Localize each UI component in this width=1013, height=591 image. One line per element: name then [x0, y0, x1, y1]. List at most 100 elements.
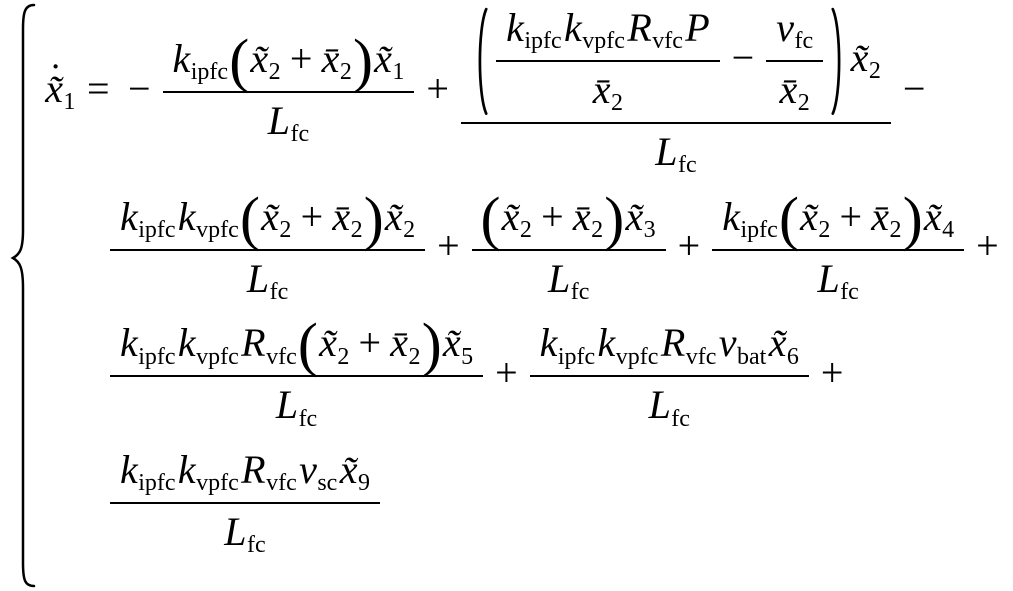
subscript: 2 [889, 216, 902, 243]
subscript: vfc [685, 343, 717, 370]
subscript: 2 [408, 343, 421, 370]
left-brace-icon [8, 2, 38, 589]
math-variable: kipfc [722, 194, 778, 245]
dot-accent: ˙ [48, 54, 63, 100]
subscript: 6 [786, 343, 799, 370]
variable-base: x̃ [442, 320, 461, 366]
math-variable: kipfc [540, 320, 596, 371]
subscript: ipfc [138, 470, 176, 497]
minus-operator: − [731, 34, 755, 80]
subscript: fc [269, 278, 289, 305]
variable-base: v [299, 447, 317, 493]
math-variable: kipfc [120, 194, 176, 245]
variable-base: x̄ [779, 66, 798, 112]
subscript: fc [570, 278, 590, 305]
numerator: (x̃2+x̄2)x̃3 [472, 188, 666, 249]
variable-base: k [177, 447, 196, 493]
subscript: ipfc [557, 343, 596, 370]
math-variable: x̃4 [924, 194, 954, 245]
math-variable: x̄2 [871, 194, 901, 245]
variable-base: L [648, 382, 671, 428]
math-variable: vsc [299, 447, 337, 498]
subscript: 2 [279, 216, 292, 243]
subscript: 2 [337, 343, 350, 370]
math-variable: kvpfc [178, 320, 239, 371]
math-variable: kipfc [506, 5, 562, 56]
math-variable: kipfc [173, 36, 229, 87]
math-variable: x̃9 [340, 447, 370, 498]
parenthesis-close: ) [363, 185, 384, 252]
variable-base: x̃ [250, 35, 269, 81]
variable-base: P [685, 5, 710, 50]
parenthesis-close: ) [604, 185, 625, 252]
subscript: 1 [392, 59, 405, 86]
numerator: kipfckvpfcRvfcvbatx̃6 [530, 320, 809, 375]
parenthesis-open: ( [229, 27, 250, 94]
subscript: ipfc [138, 216, 176, 243]
denominator: x̄2 [496, 59, 720, 118]
math-variable: Lfc [247, 256, 288, 307]
parenthesis-close: ) [421, 311, 442, 378]
parenthesis-close: ) [353, 27, 373, 94]
variable-base: x̃ [625, 193, 644, 239]
minus-operator: − [127, 65, 151, 111]
math-variable: Lfc [655, 129, 696, 180]
math-variable: kipfc [120, 320, 176, 371]
subscript: 2 [339, 59, 352, 86]
subscript: 2 [591, 216, 604, 243]
math-variable: x̃2 [319, 320, 349, 371]
variable-base: R [241, 320, 266, 366]
math-variable: vfc [776, 5, 813, 56]
math-variable: x̄2 [780, 67, 810, 118]
subscript: 2 [350, 216, 363, 243]
variable-base: L [817, 255, 840, 301]
math-variable: kipfc [120, 447, 176, 498]
fraction: vfc x̄2 [766, 5, 824, 118]
math-variable: x̃2 [385, 194, 415, 245]
subscript: bat [736, 343, 767, 370]
variable-base: x̃ [850, 34, 869, 80]
plus-operator: + [289, 35, 313, 81]
plus-operator: + [541, 193, 564, 239]
plus-operator: + [976, 223, 999, 269]
variable-base: k [597, 320, 616, 366]
subscript: 2 [519, 216, 532, 243]
math-variable: Lfc [268, 98, 309, 149]
math-variable: x̄2 [322, 36, 352, 87]
right-paren-icon [830, 7, 846, 116]
denominator: Lfc [162, 90, 415, 149]
math-variable: Rvfc [627, 5, 683, 56]
denominator: Lfc [110, 375, 484, 433]
plus-operator: + [358, 320, 382, 366]
subscript: 5 [461, 343, 474, 370]
subscript: fc [671, 405, 690, 432]
variable-base: k [539, 320, 558, 366]
plus-operator: + [820, 350, 844, 396]
subscript: ipfc [138, 343, 176, 370]
parenthesis-open: ( [297, 311, 318, 378]
variable-base: x̃ [800, 193, 818, 239]
subscript: fc [247, 532, 266, 559]
subscript: vfc [266, 343, 297, 370]
variable-base: x̃ [923, 193, 942, 239]
variable-base: x̃ [384, 193, 403, 239]
parenthesis-open: ( [239, 185, 260, 252]
subscript: 2 [818, 216, 831, 243]
denominator: Lfc [529, 375, 809, 433]
variable-base: k [177, 193, 196, 239]
math-variable: x̄2 [390, 320, 420, 371]
math-variable: vbat [719, 320, 767, 371]
variable-base: L [224, 509, 247, 555]
subscript: 2 [403, 216, 416, 243]
variable-base: R [241, 447, 266, 493]
math-variable: Lfc [224, 509, 265, 560]
equals-sign: = [87, 65, 110, 111]
subscript: 2 [611, 90, 624, 117]
